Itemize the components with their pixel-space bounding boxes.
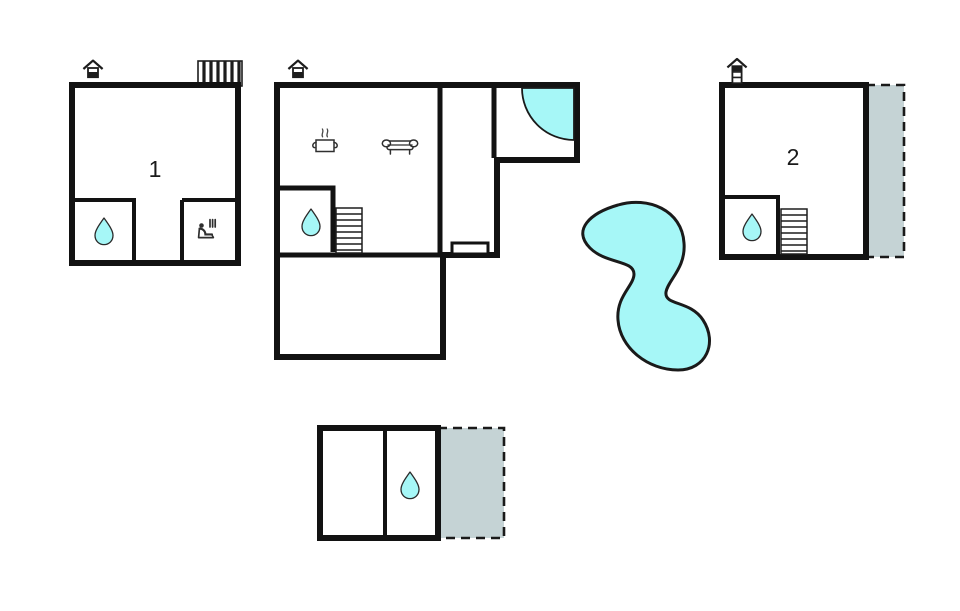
house-single-floor-icon	[82, 59, 104, 79]
swimming-pool-shape	[581, 200, 712, 372]
whirlpool-quarter-icon	[521, 87, 575, 141]
building-2-partitions	[725, 195, 780, 254]
building-main-outline	[274, 82, 580, 360]
stairs-icon	[780, 208, 808, 255]
building-1-outline	[69, 82, 241, 266]
building-1-number: 1	[149, 156, 162, 182]
house-single-floor-icon	[287, 59, 309, 79]
building-2[interactable]: 2	[719, 57, 906, 260]
building-annex-outline	[317, 425, 441, 541]
stairs-hatch-icon	[197, 60, 243, 87]
swimming-pool[interactable]	[581, 200, 712, 372]
building-1-partitions	[75, 198, 235, 260]
building-main-partitions	[280, 88, 497, 258]
building-2-number: 2	[787, 144, 800, 170]
terrace-icon	[436, 426, 506, 540]
door-opening-icon	[450, 241, 490, 256]
building-main[interactable]	[274, 59, 580, 360]
terrace-icon	[864, 83, 906, 259]
house-multi-floor-icon	[726, 57, 748, 85]
stairs-icon	[335, 207, 363, 254]
building-1[interactable]: 1	[69, 59, 243, 266]
building-annex[interactable]	[317, 425, 506, 541]
